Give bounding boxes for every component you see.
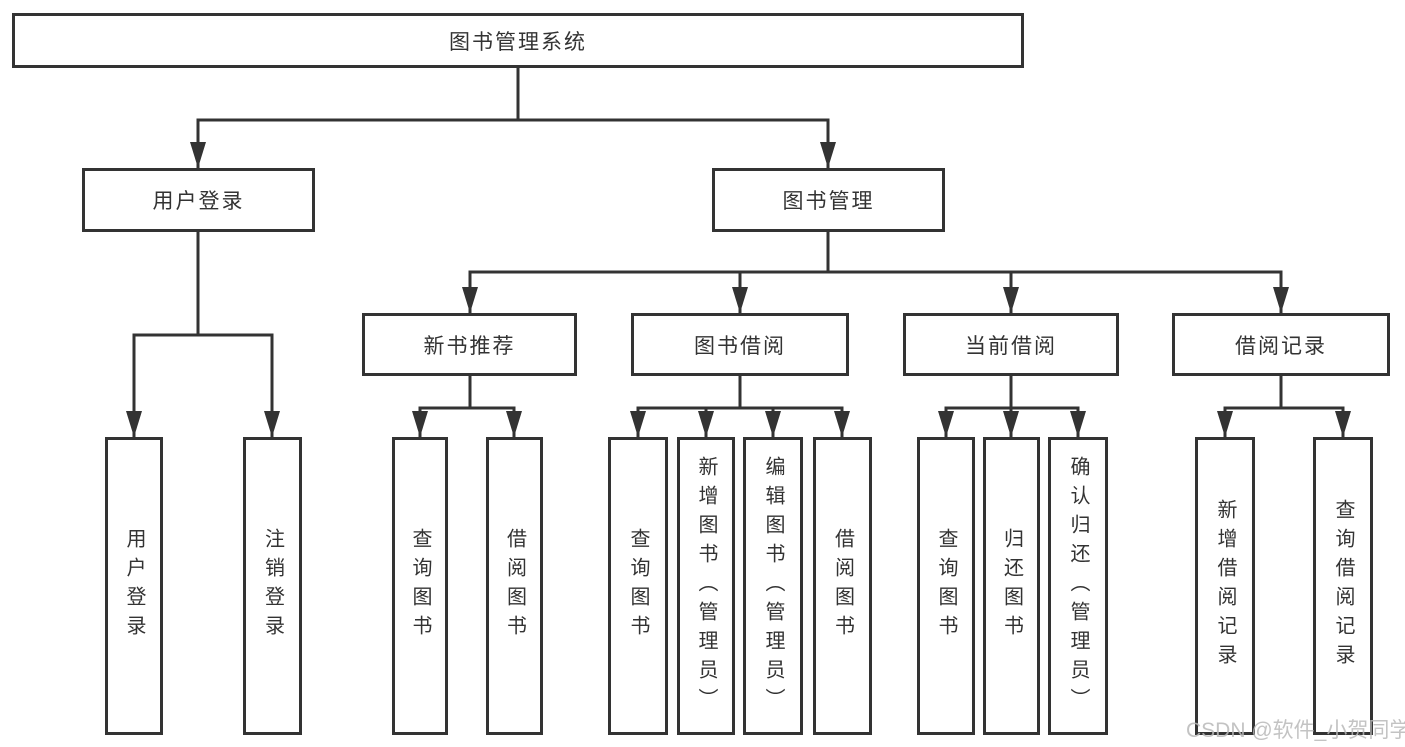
leaf-return-books: 归还图书 [983,437,1040,735]
connector-new-book-recommend-to-leaves [412,376,522,437]
connector-book-management-to-level3 [462,232,1289,313]
connector-user-login-to-leaves [126,232,280,437]
node-label: 查询图书 [409,528,431,644]
node-label: 确认归还（管理员） [1067,455,1089,717]
node-label: 图书管理 [782,190,875,213]
leaf-borrow-books: 借阅图书 [813,437,872,735]
leaf-query-borrow-record: 查询借阅记录 [1313,437,1373,735]
node-label: 编辑图书（管理员） [762,455,784,717]
node-borrowing-records: 借阅记录 [1172,313,1390,376]
connector-current-borrowing-to-leaves [938,376,1086,437]
node-label: 查询图书 [627,528,649,644]
node-new-book-recommend: 新书推荐 [362,313,577,376]
leaf-add-books-admin: 新增图书（管理员） [677,437,735,735]
node-label: 查询图书 [935,528,957,644]
node-label: 借阅记录 [1235,334,1327,358]
node-label: 用户登录 [123,528,145,644]
leaf-query-books-current: 查询图书 [917,437,975,735]
connector-book-borrowing-to-leaves [630,376,850,437]
leaf-query-books-recommend: 查询图书 [392,437,448,735]
node-label: 当前借阅 [965,334,1057,358]
leaf-confirm-return-admin: 确认归还（管理员） [1048,437,1108,735]
leaf-user-login: 用户登录 [105,437,163,735]
node-label: 图书管理系统 [449,30,587,54]
node-library-management-system: 图书管理系统 [12,13,1024,68]
leaf-add-borrow-record: 新增借阅记录 [1195,437,1255,735]
node-label: 借阅图书 [831,528,854,644]
csdn-watermark: CSDN @软件_小贺同学 [1186,719,1405,742]
node-label: 用户登录 [152,190,245,213]
node-label: 注销登录 [261,528,284,644]
node-label: 新书推荐 [423,334,516,358]
leaf-logout: 注销登录 [243,437,302,735]
leaf-edit-books-admin: 编辑图书（管理员） [743,437,803,735]
connector-borrowing-records-to-leaves [1217,376,1351,437]
node-label: 归还图书 [1000,528,1023,644]
leaf-borrow-books-recommend: 借阅图书 [486,437,543,735]
leaf-query-books-borrowing: 查询图书 [608,437,668,735]
node-label: 查询借阅记录 [1332,499,1354,673]
node-label: 新增图书（管理员） [695,455,717,717]
node-user-login: 用户登录 [82,168,315,232]
node-book-borrowing: 图书借阅 [631,313,849,376]
node-label: 新增借阅记录 [1214,499,1236,673]
node-label: 借阅图书 [503,528,526,644]
node-current-borrowing: 当前借阅 [903,313,1119,376]
connector-root-to-level2 [190,68,836,168]
node-label: 图书借阅 [694,334,786,358]
node-book-management: 图书管理 [712,168,945,232]
